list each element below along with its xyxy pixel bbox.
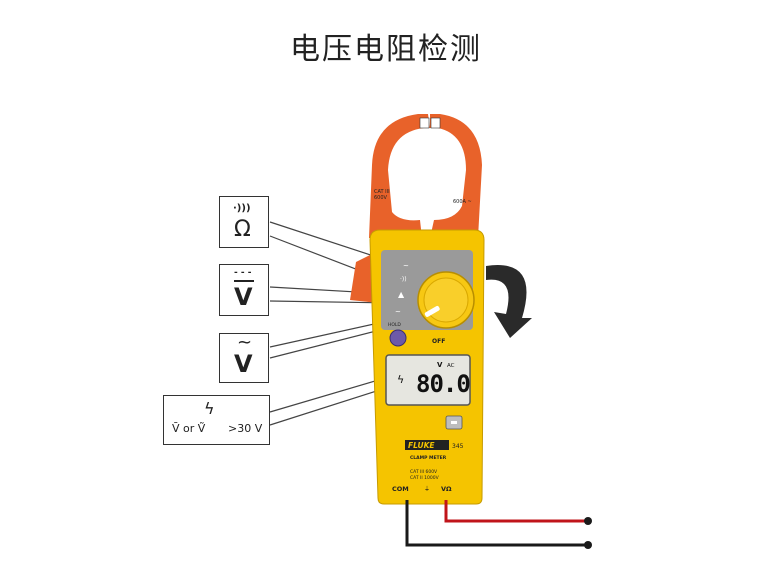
meter-subtitle: CLAMP METER (410, 455, 447, 461)
com-jack-label: COM (392, 485, 409, 493)
svg-text:·)): ·)) (400, 276, 407, 283)
hazard-threshold: >30 V (228, 422, 263, 435)
brand-band (405, 440, 449, 450)
red-probe-tip (584, 517, 592, 525)
brand-logo: FLUKE (408, 441, 435, 450)
svg-text:CAT III: CAT III (374, 189, 390, 195)
hold-label: HOLD (388, 322, 401, 328)
test-leads (405, 500, 588, 547)
lcd-mode: AC (447, 363, 455, 369)
clamp-jaws: CAT III 600V 600A ~ (369, 114, 482, 238)
dc-voltage-callout: - - - V (219, 264, 269, 316)
svg-text:~: ~ (395, 308, 401, 316)
ohm-symbol: Ω (234, 217, 251, 242)
lcd-screen (385, 354, 471, 406)
svg-text:600V: 600V (374, 195, 388, 201)
cat-rating-2: CAT II 1000V (410, 475, 440, 481)
hazard-condition: V̄ or Ṽ (172, 422, 206, 435)
page-title: 电压电阻检测 (290, 32, 482, 67)
dc-volt-symbol: V (234, 283, 253, 311)
lcd-unit: V (437, 361, 443, 369)
continuity-sound-icon: ·))) (233, 203, 251, 214)
lcd-hazard-icon: ϟ (397, 373, 404, 386)
svg-text:~: ~ (403, 262, 409, 270)
ac-voltage-callout: ~ V (219, 332, 269, 383)
lcd-value: 80.0 (416, 370, 470, 398)
model-number: 345 (452, 443, 464, 450)
black-probe-tip (584, 541, 592, 549)
svg-text:▲: ▲ (398, 290, 405, 299)
cat-rating-1: CAT III 600V (410, 469, 438, 475)
callout-leaders (269, 221, 393, 426)
rotate-arrow-icon (486, 265, 532, 338)
hold-button[interactable] (389, 329, 407, 347)
off-label: OFF (432, 338, 445, 345)
ac-wave-icon: ~ (237, 332, 253, 353)
dc-dashes-icon: - - - (234, 268, 252, 278)
vohm-jack-label: VΩ (441, 485, 452, 493)
lightning-icon: ϟ (204, 399, 215, 418)
resistance-callout: ·))) Ω (219, 196, 269, 248)
mode-marks: ~ ·)) ▲ ~ (395, 262, 409, 316)
rotary-dial[interactable] (417, 271, 475, 329)
backlight-button[interactable] (445, 415, 463, 430)
jaw-rating: 600A ~ (453, 199, 472, 205)
hazard-callout: ϟ V̄ or Ṽ >30 V (163, 395, 270, 445)
ac-volt-symbol: V (234, 350, 253, 378)
svg-text:⏚: ⏚ (424, 486, 430, 493)
dc-line-icon (234, 280, 254, 282)
dial-pointer (424, 306, 440, 317)
